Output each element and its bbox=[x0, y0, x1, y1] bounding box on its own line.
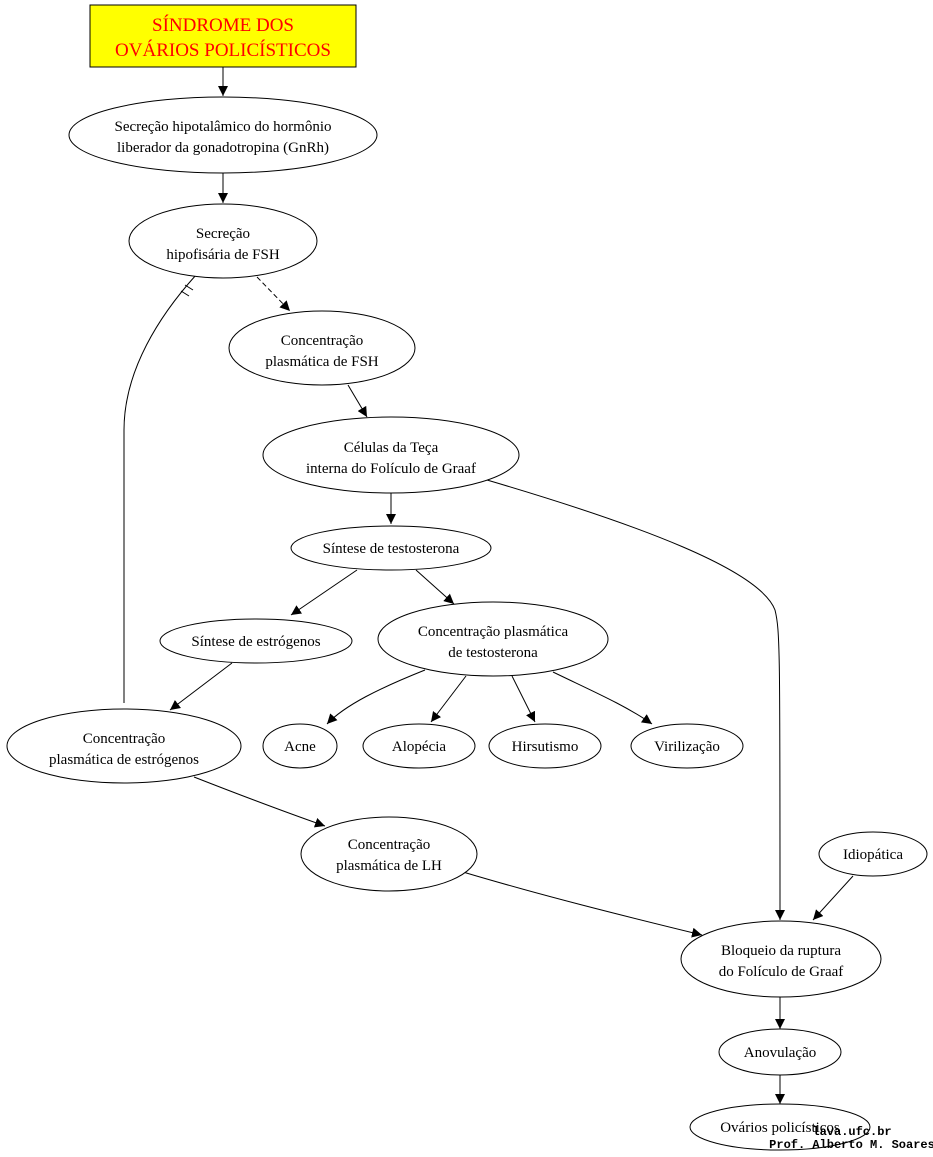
edges bbox=[123, 67, 854, 1104]
node-label-line-1: Secreção hipotalâmico do hormônio bbox=[114, 119, 331, 135]
node-label-line-1: Ovários policísticos bbox=[720, 1120, 840, 1136]
node-fsh-secretion: Secreção hipofisária de FSH bbox=[128, 203, 318, 279]
node-shape bbox=[377, 601, 609, 677]
node-fsh-plasma: Concentração plasmática de FSH bbox=[228, 310, 416, 386]
node-shape bbox=[718, 1028, 842, 1076]
node-label-line-1: Concentração plasmática bbox=[418, 624, 569, 640]
node-label-line-1: Síntese de testosterona bbox=[323, 541, 460, 557]
node-shape bbox=[68, 96, 378, 174]
node-label-line-1: Hirsutismo bbox=[512, 739, 579, 755]
node-label-line-1: Concentração bbox=[348, 837, 430, 853]
node-shape bbox=[630, 723, 744, 769]
node-label-line-2: plasmática de LH bbox=[336, 858, 442, 874]
node-label-line-1: Concentração bbox=[281, 333, 363, 349]
node-polycystic-ovaries: Ovários policísticos bbox=[689, 1103, 871, 1151]
node-label-line-2: interna do Folículo de Graaf bbox=[306, 461, 476, 477]
inhibition-mark-2 bbox=[180, 290, 190, 297]
edge-estrogen-synthesis-to-plasma bbox=[169, 662, 233, 711]
edge-idiopathic-to-rupture-block bbox=[812, 875, 854, 921]
title-box: SÍNDROME DOS OVÁRIOS POLICÍSTICOS bbox=[89, 4, 357, 68]
node-estrogen-plasma: Concentração plasmática de estrógenos bbox=[6, 708, 242, 784]
node-label-line-1: Bloqueio da ruptura bbox=[721, 943, 841, 959]
node-label-line-2: liberador da gonadotropina (GnRh) bbox=[117, 140, 329, 156]
node-shape bbox=[262, 416, 520, 494]
node-hirsutism: Hirsutismo bbox=[488, 723, 602, 769]
node-label-line-1: Virilização bbox=[654, 739, 720, 755]
node-gnrh-secretion: Secreção hipotalâmico do hormônio libera… bbox=[68, 96, 378, 174]
node-shape bbox=[488, 723, 602, 769]
node-shape bbox=[262, 723, 338, 769]
node-idiopathic: Idiopática bbox=[818, 831, 928, 877]
edge-testosterone-to-hirsutism bbox=[511, 675, 536, 723]
node-lh-plasma: Concentração plasmática de LH bbox=[300, 816, 478, 892]
title-line-1: SÍNDROME DOS bbox=[152, 14, 294, 36]
node-theca-cells: Células da Teça interna do Folículo de G… bbox=[262, 416, 520, 494]
node-estrogen-synthesis: Síntese de estrógenos bbox=[159, 618, 353, 664]
credits: lava.ufc.br Prof. Alberto M. Soares bbox=[769, 1125, 933, 1152]
node-shape bbox=[159, 618, 353, 664]
edge-fsh-plasma-to-theca bbox=[347, 384, 368, 418]
edge-lh-to-rupture-block bbox=[462, 871, 703, 938]
node-label-line-1: Secreção bbox=[196, 226, 250, 242]
title-box-background bbox=[89, 4, 357, 68]
node-testosterone-synthesis: Síntese de testosterona bbox=[290, 525, 492, 571]
node-shape bbox=[128, 203, 318, 279]
node-shape bbox=[300, 816, 478, 892]
node-shape bbox=[6, 708, 242, 784]
node-label-line-2: plasmática de FSH bbox=[265, 354, 378, 370]
node-label-line-1: Alopécia bbox=[392, 739, 446, 755]
edge-theca-to-rupture-block bbox=[486, 479, 785, 921]
node-label-line-1: Células da Teça bbox=[344, 440, 439, 456]
node-label-line-2: do Folículo de Graaf bbox=[719, 964, 844, 980]
node-shape bbox=[362, 723, 476, 769]
node-shape bbox=[818, 831, 928, 877]
node-shape bbox=[689, 1103, 871, 1151]
edge-testosterone-to-alopecia bbox=[430, 675, 467, 723]
edge-estrogen-to-lh bbox=[193, 776, 326, 828]
node-rupture-block: Bloqueio da ruptura do Folículo de Graaf bbox=[680, 920, 882, 998]
edge-testosterone-synthesis-to-plasma bbox=[415, 569, 455, 605]
edge-testosterone-to-estrogen-synthesis bbox=[290, 569, 358, 616]
credits-author: Prof. Alberto M. Soares bbox=[769, 1138, 933, 1152]
node-shape bbox=[680, 920, 882, 998]
edge-testosterone-to-virilization bbox=[552, 671, 653, 725]
node-virilization: Virilização bbox=[630, 723, 744, 769]
edge-testosterone-to-acne bbox=[326, 669, 426, 725]
node-acne: Acne bbox=[262, 723, 338, 769]
node-label-line-1: Concentração bbox=[83, 731, 165, 747]
node-anovulation: Anovulação bbox=[718, 1028, 842, 1076]
node-label-line-2: de testosterona bbox=[448, 645, 538, 661]
node-label-line-1: Anovulação bbox=[744, 1045, 816, 1061]
node-alopecia: Alopécia bbox=[362, 723, 476, 769]
title-line-2: OVÁRIOS POLICÍSTICOS bbox=[115, 39, 331, 61]
edge-fsh-secretion-to-fsh-plasma bbox=[256, 276, 291, 312]
node-label-line-2: plasmática de estrógenos bbox=[49, 752, 199, 768]
node-label-line-1: Síntese de estrógenos bbox=[191, 634, 320, 650]
node-shape bbox=[228, 310, 416, 386]
node-shape bbox=[290, 525, 492, 571]
node-label-line-1: Acne bbox=[284, 739, 316, 755]
node-label-line-1: Idiopática bbox=[843, 847, 903, 863]
credits-site: lava.ufc.br bbox=[812, 1125, 891, 1139]
node-testosterone-plasma: Concentração plasmática de testosterona bbox=[377, 601, 609, 677]
node-label-line-2: hipofisária de FSH bbox=[166, 247, 279, 263]
inhibition-mark-1 bbox=[184, 284, 194, 291]
